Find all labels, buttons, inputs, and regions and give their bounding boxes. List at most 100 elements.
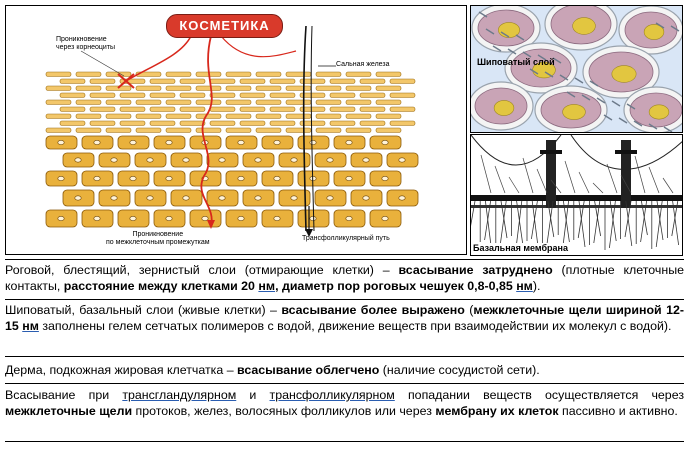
corneocyte-strip [75, 71, 102, 77]
corneocyte-strip [225, 71, 252, 77]
corneocyte-strip [225, 85, 252, 91]
cell-nucleus [237, 216, 245, 222]
desmosome-bridge [596, 97, 606, 104]
corneocyte-strip [45, 113, 72, 119]
anchoring-fibril [499, 200, 507, 246]
text-run: Роговой, блестящий, зернистый слои (отми… [5, 263, 399, 277]
corneocyte-strip [75, 113, 102, 119]
cell-nucleus [93, 140, 101, 146]
corneocyte-strip [375, 71, 402, 77]
cell-nucleus [611, 65, 637, 83]
divider [5, 383, 684, 384]
cell-nucleus [129, 176, 137, 182]
keratin-filament [550, 179, 562, 194]
anchoring-fibril [562, 200, 569, 250]
corneocyte-strip [315, 113, 342, 119]
desmosome-bridge [529, 68, 539, 75]
anchoring-fibril [484, 200, 491, 241]
corneocyte-strip [209, 106, 236, 112]
cell-nucleus [110, 157, 118, 163]
corneocyte-strip [135, 113, 162, 119]
corneocyte-strip [59, 120, 86, 126]
label-intercellular-penetration: Проникновение по межклеточным промежутка… [106, 231, 210, 246]
hair-shaft [302, 25, 307, 232]
corneocyte-strip [345, 113, 372, 119]
corneocyte-strip [299, 106, 326, 112]
desmosome-bridge [559, 74, 569, 81]
text-run: нм [516, 279, 533, 293]
cell-nucleus [345, 216, 353, 222]
cell-nucleus [273, 176, 281, 182]
corneocyte-strip [119, 92, 146, 98]
corneocyte-strip [345, 127, 372, 133]
corneocyte-strip [45, 127, 72, 133]
corneocyte-strip [135, 99, 162, 105]
paragraph-dermis: Дерма, подкожная жировая клетчатка – вса… [5, 362, 684, 378]
cell-nucleus [218, 157, 226, 163]
desmosome-bridge [485, 28, 495, 35]
keratin-filament [536, 168, 548, 194]
corneocyte-strip [375, 113, 402, 119]
corneocyte-strip [299, 92, 326, 98]
corneocyte-strip [255, 71, 282, 77]
keratin-filament [592, 182, 604, 194]
cell-nucleus [93, 216, 101, 222]
text-run: мембрану их клеток [435, 404, 559, 418]
corneocyte-strip [285, 85, 312, 91]
anchoring-fibril [593, 200, 601, 244]
spinous-layer-image: Шиповатый слой [470, 5, 683, 133]
corneocyte-strip [375, 127, 402, 133]
text-run: заполнены гелем сетчатых полимеров с вод… [38, 319, 672, 333]
cell-nucleus [273, 140, 281, 146]
corneocyte-strip [269, 92, 296, 98]
anchoring-fibril [640, 200, 647, 243]
anchoring-fibril [515, 200, 523, 251]
hemidesmosome-anchor [546, 140, 556, 208]
corneocyte-strip [149, 92, 176, 98]
corneocyte-strip [89, 92, 116, 98]
lamina-densa [471, 205, 682, 208]
divider [5, 356, 684, 357]
anchoring-fibril [655, 200, 663, 248]
keratin-filament [522, 157, 534, 194]
skin-penetration-diagram: КОСМЕТИКА Проникновение через корнеоциты… [5, 5, 467, 255]
desmosome-bridge [544, 71, 554, 78]
text-run: межклеточные щели [5, 404, 133, 418]
text-run: ( [464, 303, 474, 317]
cell-nucleus [254, 157, 262, 163]
desmosome-bridge [552, 57, 562, 64]
anchor-plaque [615, 150, 637, 154]
corneocyte-strip [315, 127, 342, 133]
divider [5, 299, 684, 300]
corneocyte-strip [89, 78, 116, 84]
cell-nucleus [648, 104, 670, 120]
keratin-filament [494, 165, 506, 194]
basal-membrane-image: Базальная мембрана [470, 134, 683, 256]
basal-membrane-caption: Базальная мембрана [471, 243, 570, 253]
paragraph-absorption-routes: Всасывание при трансгландулярном и транс… [5, 387, 684, 419]
corneocyte-strip [195, 99, 222, 105]
anchoring-fibril [531, 200, 538, 240]
desmosome-bridge [655, 22, 665, 29]
desmosome-bridge [581, 94, 591, 101]
skin-layers-illustration [45, 25, 419, 237]
corneocyte-strip [149, 120, 176, 126]
keratin-filament [606, 163, 618, 194]
cell-nucleus [345, 140, 353, 146]
keratin-filament [648, 166, 660, 194]
corneocyte-strip [375, 85, 402, 91]
text-run: и [236, 388, 270, 402]
cell-nucleus [290, 195, 298, 201]
corneocyte-strip [135, 71, 162, 77]
text-run: всасывание облегчено [237, 363, 380, 377]
basal-lamina [471, 195, 682, 201]
text-run: трансгландулярном [122, 388, 237, 402]
corneocyte-strip [195, 85, 222, 91]
corneocyte-strip [239, 92, 266, 98]
text-run: всасывание затруднено [398, 263, 553, 277]
corneocyte-strip [209, 120, 236, 126]
keratin-filament [578, 171, 590, 194]
corneocyte-strip [345, 85, 372, 91]
corneocyte-strip [345, 99, 372, 105]
cell-nucleus [165, 216, 173, 222]
